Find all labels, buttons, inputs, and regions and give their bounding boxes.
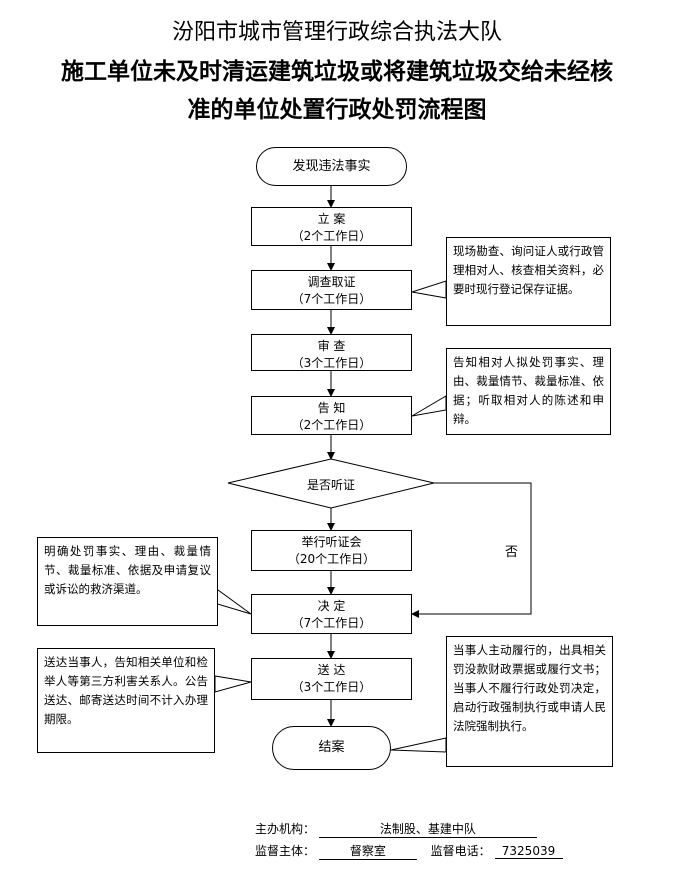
no-branch-label: 否 (505, 545, 519, 560)
end-node: 结案 (272, 726, 391, 770)
footer-supervisor-value: 督察室 (318, 842, 417, 860)
start-node-label: 发现违法事实 (292, 159, 371, 174)
title-line-2: 施工单位未及时清运建筑垃圾或将建筑垃圾交给未经核 (61, 58, 613, 85)
callout-pointer-songda (214, 675, 252, 693)
step-jueding-days: （7个工作日） (291, 616, 372, 630)
step-shencha-days: （3个工作日） (291, 356, 372, 370)
note-gaozhi: 告知相对人拟处罚事实、理由、裁量情节、裁量标准、依据；听取相对人的陈述和申辩。 (446, 348, 611, 435)
step-lian-days: （2个工作日） (291, 229, 372, 243)
decision-diamond (227, 458, 435, 509)
step-shencha-name: 审 查 (317, 339, 346, 353)
decision-label: 是否听证 (306, 478, 355, 492)
callout-pointer-end (390, 737, 447, 753)
step-songda-days: （3个工作日） (291, 680, 372, 694)
footer-org-value: 法制股、基建中队 (318, 820, 537, 838)
note-diaocha: 现场勘查、询问证人或行政管理相对人、核查相关资料，必要时现行登记保存证据。 (446, 237, 611, 326)
step-tingzheng: 举行听证会 （20个工作日） (251, 530, 412, 571)
step-jueding: 决 定 （7个工作日） (251, 594, 412, 634)
footer-supervisor-label: 监督主体： (255, 844, 316, 858)
callout-pointer-diaocha (411, 280, 447, 299)
step-lian: 立 案 （2个工作日） (251, 207, 412, 246)
step-shencha: 审 查 （3个工作日） (251, 334, 412, 371)
start-node: 发现违法事实 (256, 147, 407, 186)
arrow-decision-no-branch (411, 482, 532, 618)
step-tingzheng-days: （20个工作日） (287, 552, 376, 566)
footer-phone-label: 监督电话： (430, 844, 491, 858)
note-jueding: 明确处罚事实、理由、裁量情节、裁量标准、依据及申请复议或诉讼的救济渠道。 (37, 537, 218, 626)
note-end: 当事人主动履行的，出具相关罚没款财政票据或履行文书；当事人不履行行政处罚决定，启… (446, 636, 613, 767)
footer-org-label: 主办机构： (255, 822, 316, 836)
callout-pointer-gaozhi (411, 395, 447, 417)
step-diaocha: 调查取证 （7个工作日） (251, 270, 412, 310)
step-songda: 送 达 （3个工作日） (251, 658, 412, 700)
step-diaocha-days: （7个工作日） (291, 292, 372, 306)
title-line-1: 汾阳市城市管理行政综合执法大队 (171, 20, 502, 45)
footer-supervision: 监督主体： 督察室 监督电话： 7325039 (255, 842, 563, 860)
footer-phone-value: 7325039 (494, 844, 563, 859)
end-node-label: 结案 (318, 740, 345, 755)
step-gaozhi-name: 告 知 (317, 401, 346, 415)
step-diaocha-name: 调查取证 (307, 275, 356, 289)
step-jueding-name: 决 定 (317, 599, 346, 613)
step-songda-name: 送 达 (317, 663, 346, 677)
step-tingzheng-name: 举行听证会 (301, 535, 362, 549)
step-lian-name: 立 案 (317, 212, 346, 226)
note-songda: 送达当事人，告知相关单位和检举人等第三方利害关系人。公告送达、邮寄送达时间不计入… (37, 648, 215, 753)
footer-org: 主办机构： 法制股、基建中队 (255, 820, 537, 838)
title-line-3: 准的单位处置行政处罚流程图 (187, 96, 487, 123)
step-gaozhi-days: （2个工作日） (291, 418, 372, 432)
step-gaozhi: 告 知 （2个工作日） (251, 396, 412, 435)
